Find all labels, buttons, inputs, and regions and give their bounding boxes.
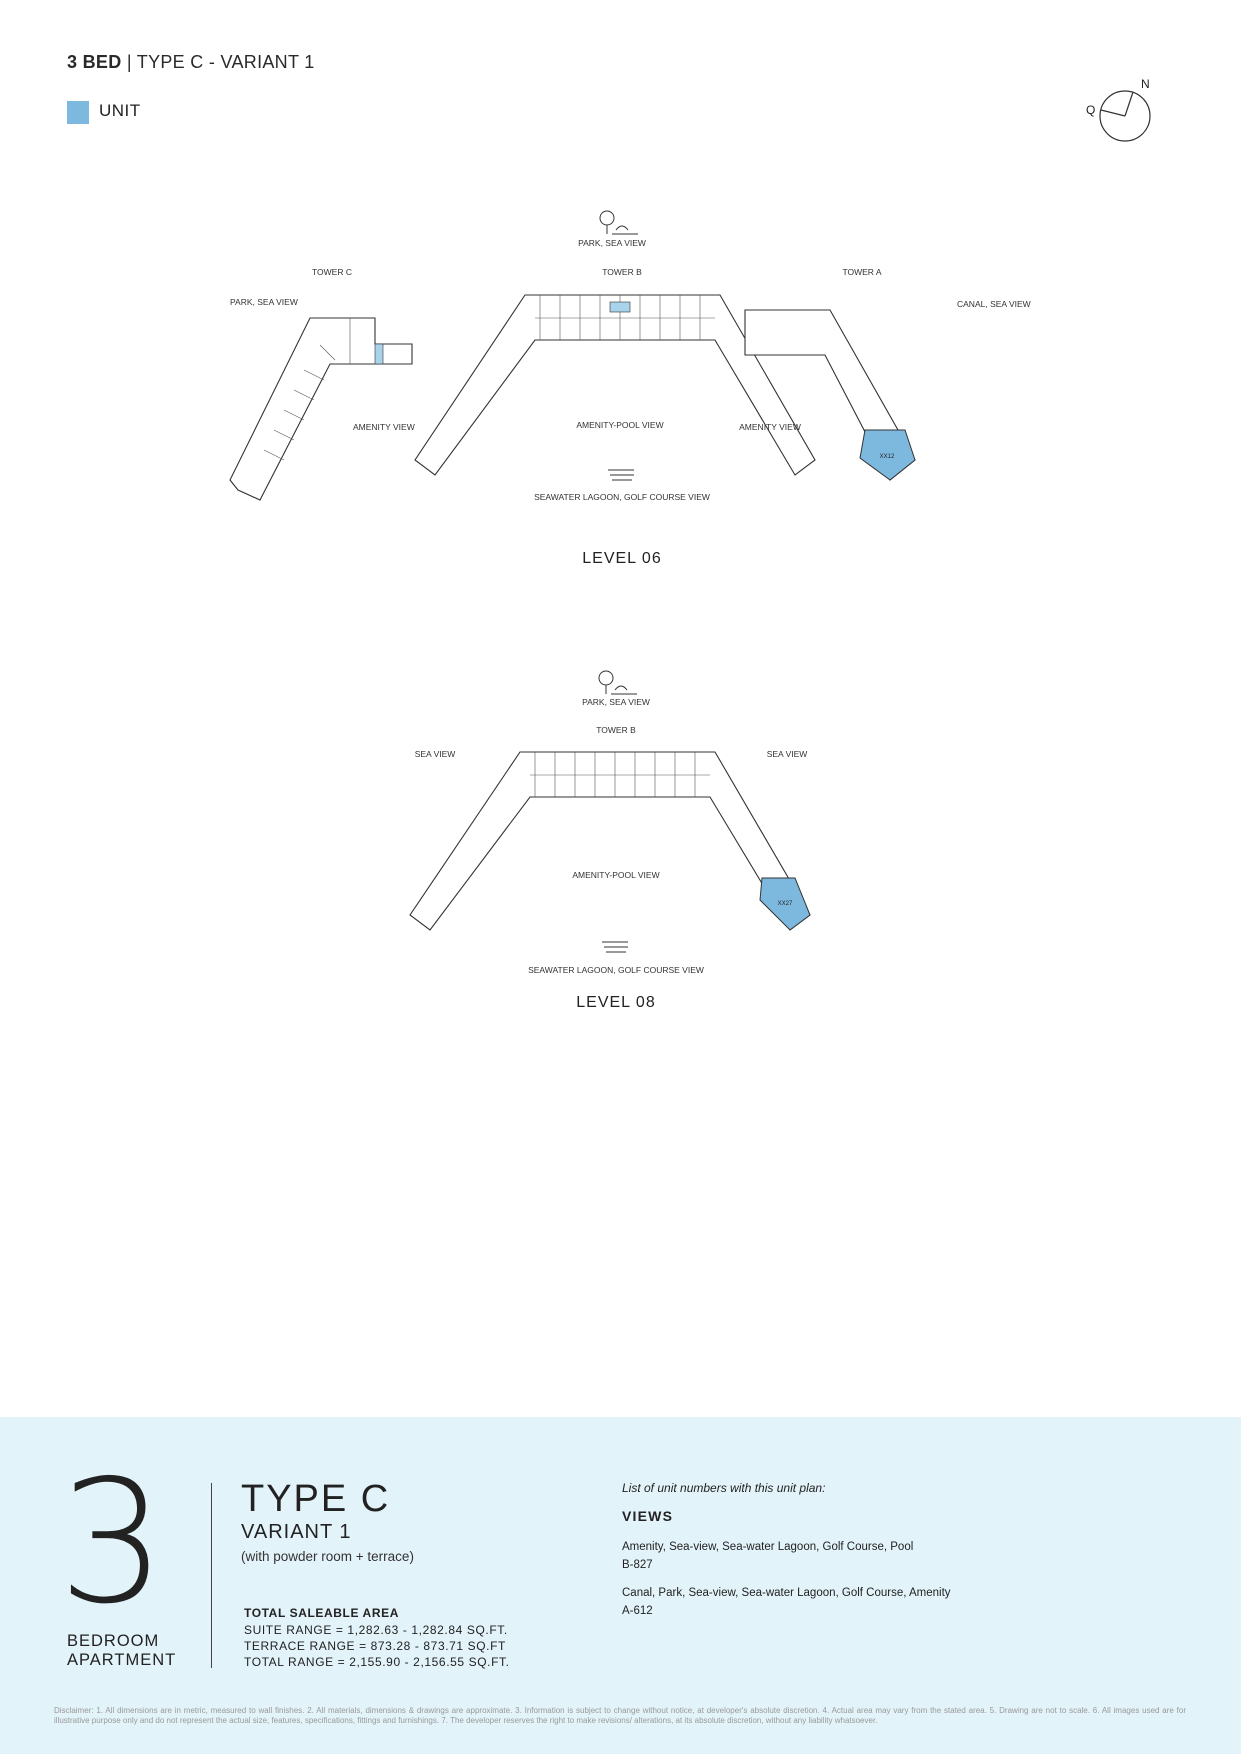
tower-b-outline bbox=[409, 751, 811, 931]
level06-view-center: AMENITY-POOL VIEW bbox=[576, 420, 663, 430]
total-range: TOTAL RANGE = 2,155.90 - 2,156.55 SQ.FT. bbox=[244, 1655, 510, 1669]
level06-tower-a: TOWER A bbox=[842, 267, 881, 277]
highlighted-unit-xx12 bbox=[859, 429, 916, 481]
park-icon bbox=[598, 670, 637, 695]
svg-text:XX12: XX12 bbox=[880, 454, 895, 460]
tower-c-view-right: AMENITY VIEW bbox=[353, 422, 415, 432]
level08-tower-b: TOWER B bbox=[596, 725, 636, 735]
compass-mark-label: Q bbox=[1086, 103, 1095, 117]
highlighted-unit-xx27 bbox=[759, 877, 811, 931]
level06-view-bottom: SEAWATER LAGOON, GOLF COURSE VIEW bbox=[534, 492, 710, 502]
unit-note: (with powder room + terrace) bbox=[241, 1549, 414, 1564]
level08-view-top: PARK, SEA VIEW bbox=[582, 697, 650, 707]
lagoon-icon bbox=[608, 469, 634, 481]
level06-title: LEVEL 06 bbox=[582, 550, 661, 567]
compass-icon: N Q bbox=[1086, 77, 1151, 142]
level08-title: LEVEL 08 bbox=[576, 994, 655, 1010]
disclaimer: Disclaimer: 1. All dimensions are in met… bbox=[54, 1706, 1186, 1725]
bedroom-count: 3 bbox=[58, 1444, 167, 1642]
views-title: VIEWS bbox=[622, 1508, 674, 1524]
bedroom-label: BEDROOM APARTMENT bbox=[67, 1632, 177, 1669]
tower-a-view-right: CANAL, SEA VIEW bbox=[957, 299, 1031, 309]
level-08-plan: PARK, SEA VIEW TOWER B XX27 SEA VIEW SEA… bbox=[409, 670, 811, 1010]
view1-text: Amenity, Sea-view, Sea-water Lagoon, Gol… bbox=[622, 1541, 914, 1553]
unit-type: TYPE C bbox=[241, 1478, 391, 1520]
view2-text: Canal, Park, Sea-view, Sea-water Lagoon,… bbox=[622, 1587, 951, 1599]
level08-view-left: SEA VIEW bbox=[415, 749, 456, 759]
tower-a-view-left: AMENITY VIEW bbox=[739, 422, 801, 432]
level08-view-center: AMENITY-POOL VIEW bbox=[572, 870, 659, 880]
level08-view-right: SEA VIEW bbox=[767, 749, 808, 759]
park-icon bbox=[599, 210, 638, 235]
level06-tower-c: TOWER C bbox=[312, 267, 352, 277]
tower-c-view-left: PARK, SEA VIEW bbox=[230, 297, 298, 307]
view1-unit: B-827 bbox=[622, 1559, 653, 1571]
level06-tower-b: TOWER B bbox=[602, 267, 642, 277]
suite-range: SUITE RANGE = 1,282.63 - 1,282.84 SQ.FT. bbox=[244, 1623, 508, 1637]
lagoon-icon bbox=[602, 941, 628, 953]
level08-view-bottom: SEAWATER LAGOON, GOLF COURSE VIEW bbox=[528, 965, 704, 975]
compass-north-label: N bbox=[1141, 77, 1150, 91]
page-title: 3 BED | TYPE C - VARIANT 1 bbox=[67, 52, 315, 72]
level06-view-top: PARK, SEA VIEW bbox=[578, 238, 646, 248]
unit-variant: VARIANT 1 bbox=[241, 1521, 352, 1543]
level-06-plan: PARK, SEA VIEW TOWER C TOWER B TOWER A P… bbox=[229, 210, 1031, 567]
summary-divider bbox=[211, 1483, 212, 1668]
legend-unit-label: UNIT bbox=[99, 101, 141, 120]
svg-text:XX27: XX27 bbox=[778, 901, 793, 907]
view2-unit: A-612 bbox=[622, 1605, 653, 1617]
legend-unit-swatch bbox=[67, 101, 89, 124]
tower-c-outline bbox=[229, 317, 413, 501]
area-title: TOTAL SALEABLE AREA bbox=[244, 1606, 399, 1620]
summary-panel bbox=[0, 1417, 1241, 1754]
terrace-range: TERRACE RANGE = 873.28 - 873.71 SQ.FT bbox=[244, 1639, 506, 1653]
unit-list-title: List of unit numbers with this unit plan… bbox=[622, 1481, 826, 1495]
